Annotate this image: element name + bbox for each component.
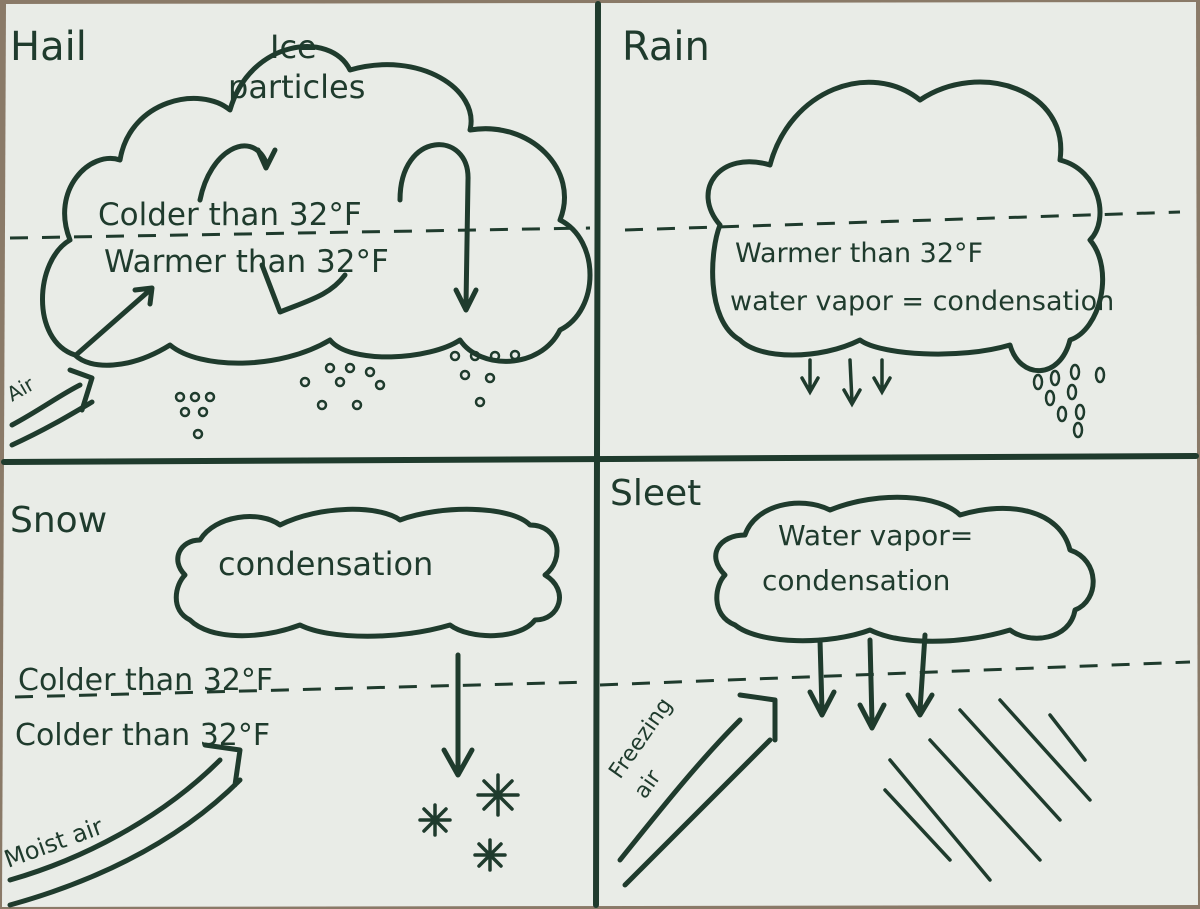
hail-quadrant: Hail Ice particles Colder than 32°F Warm…: [3, 24, 593, 448]
snow-quadrant: Snow condensation Colder than 32°F Colde…: [0, 500, 591, 908]
air-arrow-icon: [9, 367, 95, 448]
svg-text:Water vapor=: Water vapor=: [778, 519, 973, 552]
freezing-air-arrow-icon: [617, 692, 778, 888]
svg-text:condensation: condensation: [762, 564, 950, 597]
svg-text:Warmer than 32°F: Warmer than 32°F: [104, 244, 389, 280]
sleet-cloud: [713, 494, 1096, 644]
svg-text:Warmer than 32°F: Warmer than 32°F: [735, 238, 983, 269]
svg-text:Sleet: Sleet: [610, 473, 701, 514]
snowflake-icon: [418, 773, 520, 872]
rain-cloud: [705, 79, 1106, 374]
raindrops: [1032, 363, 1106, 439]
snow-cloud: [173, 506, 562, 639]
horizontal-divider: [1, 453, 1199, 465]
freezing-line: [624, 210, 1181, 232]
arrow-icon: [259, 262, 348, 315]
hail-cloud: [40, 44, 593, 368]
hailstones: [174, 349, 521, 440]
freezing-line: [9, 226, 591, 240]
svg-text:particles: particles: [228, 68, 365, 106]
freezing-line: [599, 660, 1191, 687]
arrow-icon: [441, 652, 475, 778]
arrow-icon: [807, 632, 935, 731]
rain-quadrant: Rain Warmer than 32°F water vapor = cond…: [622, 24, 1181, 439]
svg-text:Colder than 32°F: Colder than 32°F: [98, 197, 362, 233]
arrow-icon: [397, 142, 471, 308]
svg-text:Ice: Ice: [270, 28, 317, 66]
hail-title: Hail: [10, 24, 87, 70]
svg-text:Snow: Snow: [10, 500, 107, 541]
moist-air-arrow-icon: [7, 742, 243, 908]
sleet-streaks: [883, 698, 1092, 882]
svg-text:Rain: Rain: [622, 24, 710, 70]
vertical-divider: [593, 1, 601, 908]
arrow-icon: [800, 358, 892, 408]
svg-text:water vapor = condensation: water vapor = condensation: [730, 286, 1114, 317]
svg-text:condensation: condensation: [218, 545, 433, 583]
